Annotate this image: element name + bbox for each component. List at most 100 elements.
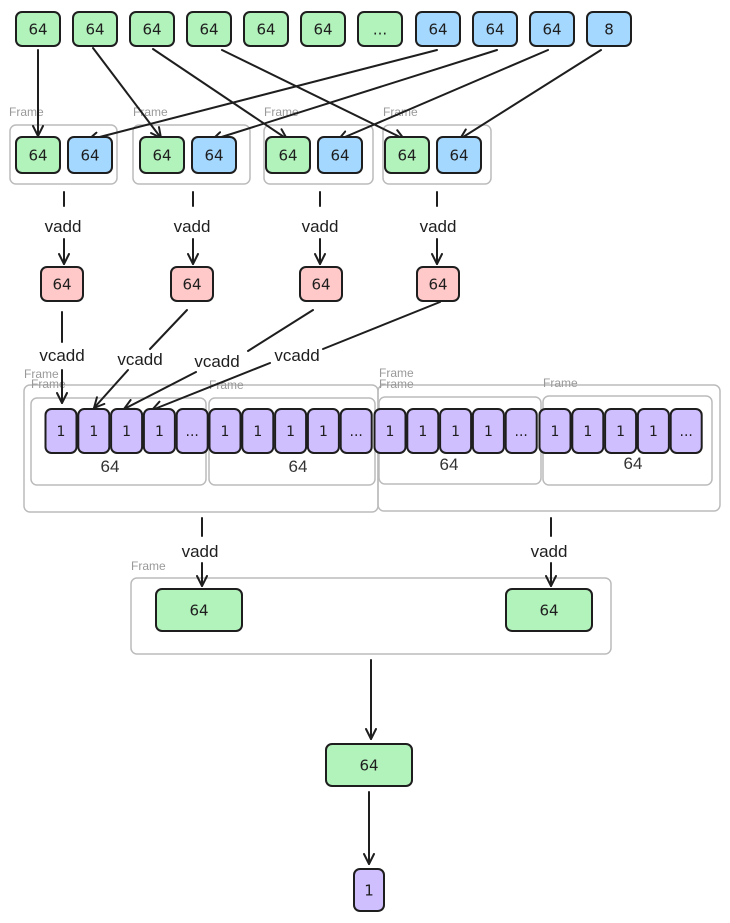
ones-cell-shape: [571, 408, 605, 454]
input-box-text: 64: [313, 20, 332, 38]
input-box-text: 64: [28, 20, 47, 38]
input-box-text: 64: [199, 20, 218, 38]
pair-box-shape: [139, 136, 185, 174]
frame-label: Frame: [209, 378, 244, 392]
arrow: [149, 309, 188, 350]
input-box-shape: [300, 11, 346, 47]
ones-cell: 1: [208, 408, 242, 454]
group-size-label: 64: [101, 457, 120, 476]
ones-cell: 1: [110, 408, 144, 454]
ones-cell-shape: [636, 408, 670, 454]
ones-cell: ...: [669, 408, 703, 454]
ones-cell: 1: [538, 408, 572, 454]
ones-cell-shape: [504, 408, 538, 454]
frame-box: [382, 124, 492, 185]
frame-label: Frame: [131, 559, 166, 573]
pair-box-text: 64: [80, 146, 99, 164]
ones-cell-text: ...: [680, 424, 693, 440]
ones-cell: 1: [44, 408, 78, 454]
vcadd-label: vcadd: [194, 352, 239, 371]
vadd-label: vadd: [174, 217, 211, 236]
pair-box-text: 64: [204, 146, 223, 164]
pair-box: 64: [317, 136, 363, 174]
ones-cell: 1: [274, 408, 308, 454]
ones-cell-shape: [175, 408, 209, 454]
frame-label: Frame: [379, 377, 414, 391]
arrow: [221, 49, 405, 141]
partial-sum-box: 64: [155, 588, 243, 632]
ones-cell: 1: [406, 408, 440, 454]
ones-cell: 1: [471, 408, 505, 454]
ones-cell-shape: [142, 408, 176, 454]
vcadd-label: vcadd: [274, 346, 319, 365]
pair-box-shape: [67, 136, 113, 174]
frame-label: Frame: [24, 367, 59, 381]
frame-box: [9, 124, 118, 185]
final-sum-box-text: 64: [359, 756, 378, 774]
input-box-shape: [72, 11, 118, 47]
vadd-result-box-text: 64: [311, 275, 330, 293]
ones-cell-shape: [306, 408, 340, 454]
ones-cell: ...: [175, 408, 209, 454]
pair-box-shape: [265, 136, 311, 174]
op-labels: vadd vadd vadd vadd vcadd vcadd vcadd vc…: [39, 217, 567, 561]
arrow: [337, 49, 549, 142]
ones-cell-text: 1: [551, 424, 560, 440]
group-size-label: 64: [624, 454, 643, 473]
final-result-box-shape: [353, 868, 385, 912]
ones-cell-text: 1: [319, 424, 328, 440]
vadd-arrows: [58, 191, 443, 265]
vadd-result-box: 64: [299, 266, 343, 302]
input-box-text: 64: [542, 20, 561, 38]
ones-cell-text: 1: [418, 424, 427, 440]
arrow: [122, 371, 197, 410]
partial-sum-frame-box: [130, 577, 612, 655]
group-size-label: 64: [289, 457, 308, 476]
final-arrows: [363, 659, 377, 865]
final-result-box-text: 1: [364, 881, 374, 899]
frame-box: [263, 124, 374, 185]
pair-box: 64: [436, 136, 482, 174]
vadd-result-box-shape: [299, 266, 343, 302]
input-box-text: 8: [604, 20, 614, 38]
ones-cell-text: 1: [583, 424, 592, 440]
ones-cell-text: 1: [221, 424, 230, 440]
vadd-result-box-shape: [170, 266, 214, 302]
vadd-result-box-text: 64: [428, 275, 447, 293]
input-box: 64: [129, 11, 175, 47]
final-result-box: 1: [353, 868, 385, 912]
vadd-result-box: 64: [40, 266, 84, 302]
ones-cell-shape: [669, 408, 703, 454]
ones-cell-text: 1: [57, 424, 66, 440]
pair-box-text: 64: [152, 146, 171, 164]
ones-cell-text: 1: [451, 424, 460, 440]
ones-cell-text: 1: [649, 424, 658, 440]
ones-cell: ...: [339, 408, 373, 454]
partial-sum-box-shape: [505, 588, 593, 632]
input-box-shape: [15, 11, 61, 47]
arrow: [87, 49, 438, 144]
vadd-label: vadd: [182, 542, 219, 561]
arrow: [247, 309, 314, 352]
vcadd-label: vcadd: [117, 350, 162, 369]
arrow: [322, 301, 441, 350]
ones-cell-text: 1: [89, 424, 98, 440]
input-box: 64: [243, 11, 289, 47]
ones-cell: 1: [77, 408, 111, 454]
arrow: [92, 47, 162, 139]
input-box-shape: [357, 11, 403, 47]
pair-box-text: 64: [330, 146, 349, 164]
vadd-result-box-text: 64: [52, 275, 71, 293]
pair-box-text: 64: [278, 146, 297, 164]
frame-label: Frame: [9, 105, 44, 119]
arrow: [152, 48, 288, 140]
pair-box-shape: [191, 136, 237, 174]
ones-cell: 1: [636, 408, 670, 454]
ones-cell-text: 1: [122, 424, 131, 440]
ones-cell-shape: [406, 408, 440, 454]
input-box-text: 64: [142, 20, 161, 38]
pair-box: 64: [139, 136, 185, 174]
input-box: 64: [300, 11, 346, 47]
vadd-label: vadd: [302, 217, 339, 236]
